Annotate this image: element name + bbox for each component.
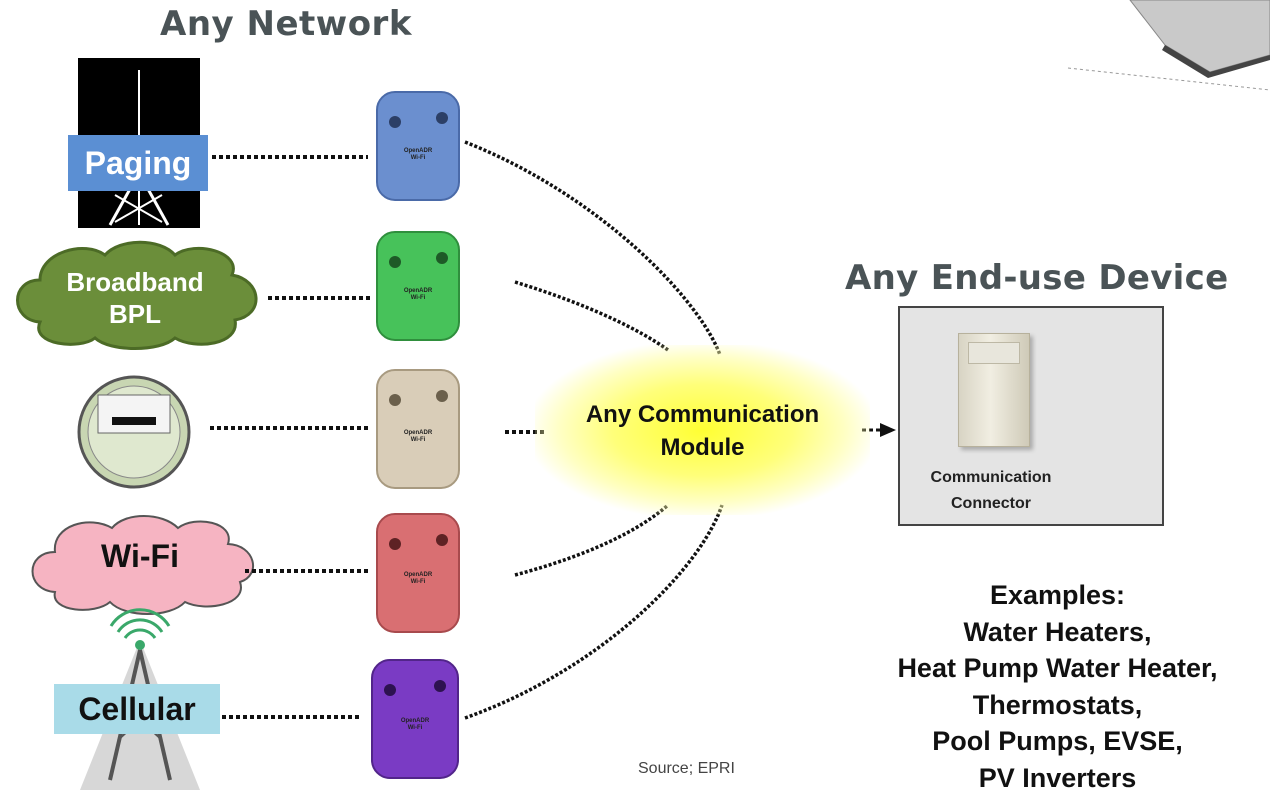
module-beige xyxy=(376,369,460,489)
example-item: Water Heaters, xyxy=(963,616,1152,647)
example-item: Heat Pump Water Heater, xyxy=(897,653,1218,683)
any-end-use-device-title: Any End-use Device xyxy=(845,258,1229,298)
wifi-cloud-icon xyxy=(31,515,254,615)
example-item: Thermostats, xyxy=(972,689,1143,720)
curve-green xyxy=(514,280,670,352)
module-blue xyxy=(376,91,460,201)
electric-meter-icon xyxy=(77,375,191,489)
broadband-label: Broadband BPL xyxy=(66,267,204,329)
network-connectors xyxy=(210,155,545,719)
curve-red xyxy=(514,503,670,577)
communication-connector-label: Communication Connector xyxy=(930,469,1052,512)
curve-purple xyxy=(464,504,724,720)
communication-module-label: Any Communication Module xyxy=(585,401,820,461)
module-curves xyxy=(464,140,724,720)
paging-label: Paging xyxy=(68,135,208,191)
examples-list: Examples: Water Heaters, Heat Pump Water… xyxy=(855,577,1260,796)
examples-heading: Examples: xyxy=(989,580,1126,610)
example-item: Pool Pumps, EVSE, xyxy=(932,726,1183,756)
communication-module-glow xyxy=(535,345,870,515)
corner-device-image xyxy=(1067,0,1270,91)
end-use-device-box xyxy=(898,306,1164,526)
module-red xyxy=(376,513,460,633)
module-green xyxy=(376,231,460,341)
example-item: PV Inverters xyxy=(978,762,1137,793)
any-network-title: Any Network xyxy=(160,4,412,44)
source-caption: Source; EPRI xyxy=(638,760,735,777)
broadband-cloud-icon xyxy=(16,240,258,350)
curve-blue xyxy=(464,140,722,356)
cellular-label: Cellular xyxy=(54,684,220,734)
wifi-label: Wi-Fi xyxy=(101,538,179,574)
module-purple xyxy=(371,659,459,779)
thermostat-display xyxy=(968,342,1020,364)
